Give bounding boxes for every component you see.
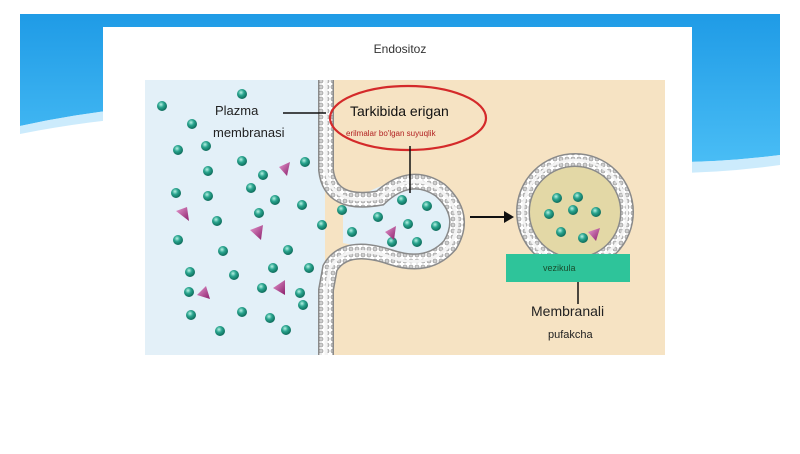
particle (187, 119, 197, 129)
particle (591, 207, 601, 217)
particle (297, 200, 307, 210)
particle (298, 300, 308, 310)
particle (552, 193, 562, 203)
particle (568, 205, 578, 215)
particle (171, 188, 181, 198)
particle (431, 221, 441, 231)
particle (270, 195, 280, 205)
particle (237, 89, 247, 99)
particle (265, 313, 275, 323)
particle (412, 237, 422, 247)
particle (173, 235, 183, 245)
particle (304, 263, 314, 273)
particle (317, 220, 327, 230)
particle (157, 101, 167, 111)
particle (573, 192, 583, 202)
particle (203, 166, 213, 176)
particle (556, 227, 566, 237)
extracellular-region (145, 80, 325, 355)
vesicle-tag-label: vezikula (543, 263, 576, 273)
solute-triangle (588, 228, 600, 241)
particle (237, 307, 247, 317)
particle (544, 209, 554, 219)
particle (215, 326, 225, 336)
particle (185, 267, 195, 277)
particle (237, 156, 247, 166)
particle (387, 237, 397, 247)
particle (212, 216, 222, 226)
particle (300, 157, 310, 167)
solute-triangles (176, 162, 600, 299)
solute-triangle (197, 286, 210, 299)
particle (295, 288, 305, 298)
vesicle-tag (506, 254, 630, 282)
particle (218, 246, 228, 256)
fluid-label-line2: erilmalar bo'lgan suyuqlik (346, 129, 436, 138)
particle (184, 287, 194, 297)
process-arrow (470, 211, 514, 223)
fluid-label: Tarkibida erigan (350, 103, 449, 119)
vesicle-label-line2: pufakcha (548, 329, 593, 341)
particle (397, 195, 407, 205)
solute-triangle (250, 225, 263, 240)
particle (268, 263, 278, 273)
solute-triangle (385, 226, 396, 240)
particle (403, 219, 413, 229)
solute-triangle (273, 280, 285, 295)
vesicle-label: Membranali (531, 303, 605, 319)
particle (281, 325, 291, 335)
particle (186, 310, 196, 320)
page-title: Endositoz (373, 42, 427, 56)
particle (347, 227, 357, 237)
plasma-membrane (318, 80, 465, 355)
particle (246, 183, 256, 193)
plasma-membrane-label: Plazma (215, 103, 259, 118)
particle (203, 191, 213, 201)
solute-triangle (176, 207, 189, 221)
particle (254, 208, 264, 218)
particle (422, 201, 432, 211)
particles (157, 89, 601, 336)
particle (173, 145, 183, 155)
particle (337, 205, 347, 215)
particle (257, 283, 267, 293)
plasma-membrane-label-line2: membranasi (213, 125, 285, 140)
particle (373, 212, 383, 222)
solute-triangle (279, 162, 290, 176)
particle (578, 233, 588, 243)
highlight-ellipse (328, 84, 488, 152)
particle (258, 170, 268, 180)
particle (229, 270, 239, 280)
particle (201, 141, 211, 151)
particle (283, 245, 293, 255)
